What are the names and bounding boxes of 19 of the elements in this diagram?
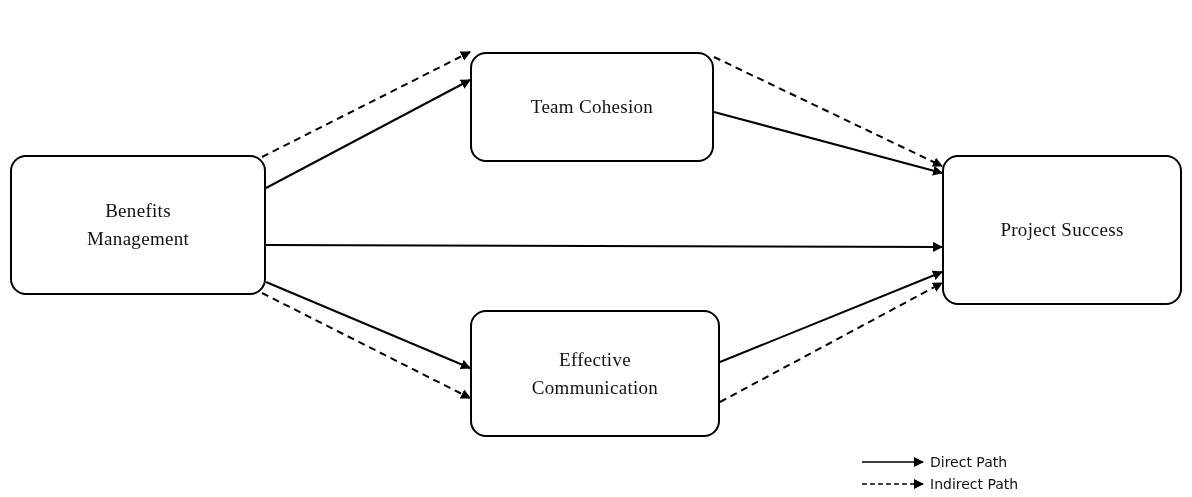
arrow — [713, 111, 943, 176]
node-label: Effective Communication — [530, 347, 660, 400]
legend-label: Direct Path — [930, 454, 1008, 470]
node-label: Team Cohesion — [530, 95, 654, 120]
arrow — [265, 281, 471, 370]
arrow — [719, 282, 943, 403]
rounded-box — [942, 155, 1182, 305]
arrow — [261, 51, 471, 158]
rounded-box — [470, 310, 720, 437]
arrow — [713, 56, 943, 167]
arrow — [719, 270, 943, 363]
rounded-box — [470, 52, 714, 162]
node-label: Benefits Management — [85, 199, 191, 251]
rounded-box — [10, 155, 266, 295]
arrow — [265, 241, 943, 252]
legend-label: Indirect Path — [930, 476, 1019, 492]
arrow — [265, 79, 471, 189]
arrow — [261, 292, 471, 399]
node-label: Project Success — [1000, 218, 1124, 243]
